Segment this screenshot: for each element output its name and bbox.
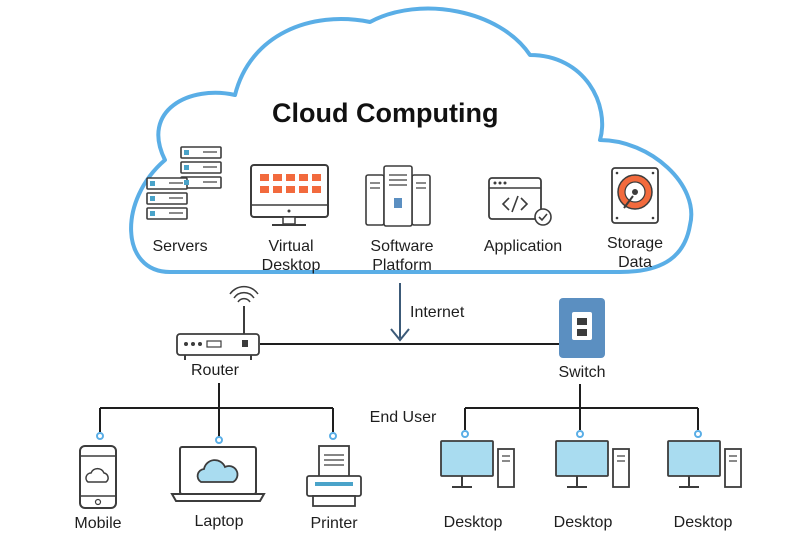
internet-arrow xyxy=(390,283,410,342)
storage-data-label-line1: Storage xyxy=(606,235,664,252)
end-user-label: End User xyxy=(369,409,437,426)
virtual-desktop-label: Virtual Desktop xyxy=(248,237,334,275)
virtual-desktop-label-line2: Desktop xyxy=(261,257,321,274)
desktop-icon xyxy=(440,440,515,488)
application-icon xyxy=(488,177,552,226)
virtual-desktop-icon xyxy=(250,164,329,226)
software-platform-label-line1: Software xyxy=(370,238,434,255)
software-platform-icon xyxy=(365,165,431,227)
switch-tree xyxy=(464,384,699,430)
switch-label: Switch xyxy=(558,364,606,381)
application-label: Application xyxy=(483,238,563,255)
printer-icon xyxy=(306,445,362,507)
desktop-label-3: Desktop xyxy=(673,514,733,531)
servers-icon xyxy=(146,146,222,220)
router-icon xyxy=(176,285,260,360)
switch-tree-dots xyxy=(461,430,702,438)
diagram-title: Cloud Computing xyxy=(272,98,499,128)
printer-label: Printer xyxy=(310,515,358,532)
storage-data-label-line2: Data xyxy=(618,254,652,271)
software-platform-label: Software Platform xyxy=(356,237,448,275)
virtual-desktop-label-line1: Virtual xyxy=(268,238,314,255)
router-label: Router xyxy=(190,362,240,379)
internet-label: Internet xyxy=(410,304,465,321)
storage-data-icon xyxy=(611,167,659,224)
desktop-label-2: Desktop xyxy=(553,514,613,531)
desktop-label-1: Desktop xyxy=(443,514,503,531)
laptop-label: Laptop xyxy=(194,513,244,530)
desktop-icon xyxy=(667,440,742,488)
servers-label: Servers xyxy=(152,238,208,255)
switch-icon xyxy=(559,298,605,358)
router-tree-dots xyxy=(96,432,337,444)
mobile-label: Mobile xyxy=(74,515,122,532)
laptop-icon xyxy=(170,446,266,502)
mobile-icon xyxy=(79,445,117,509)
cloud-shape xyxy=(129,6,694,274)
desktop-icon xyxy=(555,440,630,488)
software-platform-label-line2: Platform xyxy=(372,257,432,274)
router-tree xyxy=(99,383,334,440)
storage-data-label: Storage Data xyxy=(592,234,678,272)
